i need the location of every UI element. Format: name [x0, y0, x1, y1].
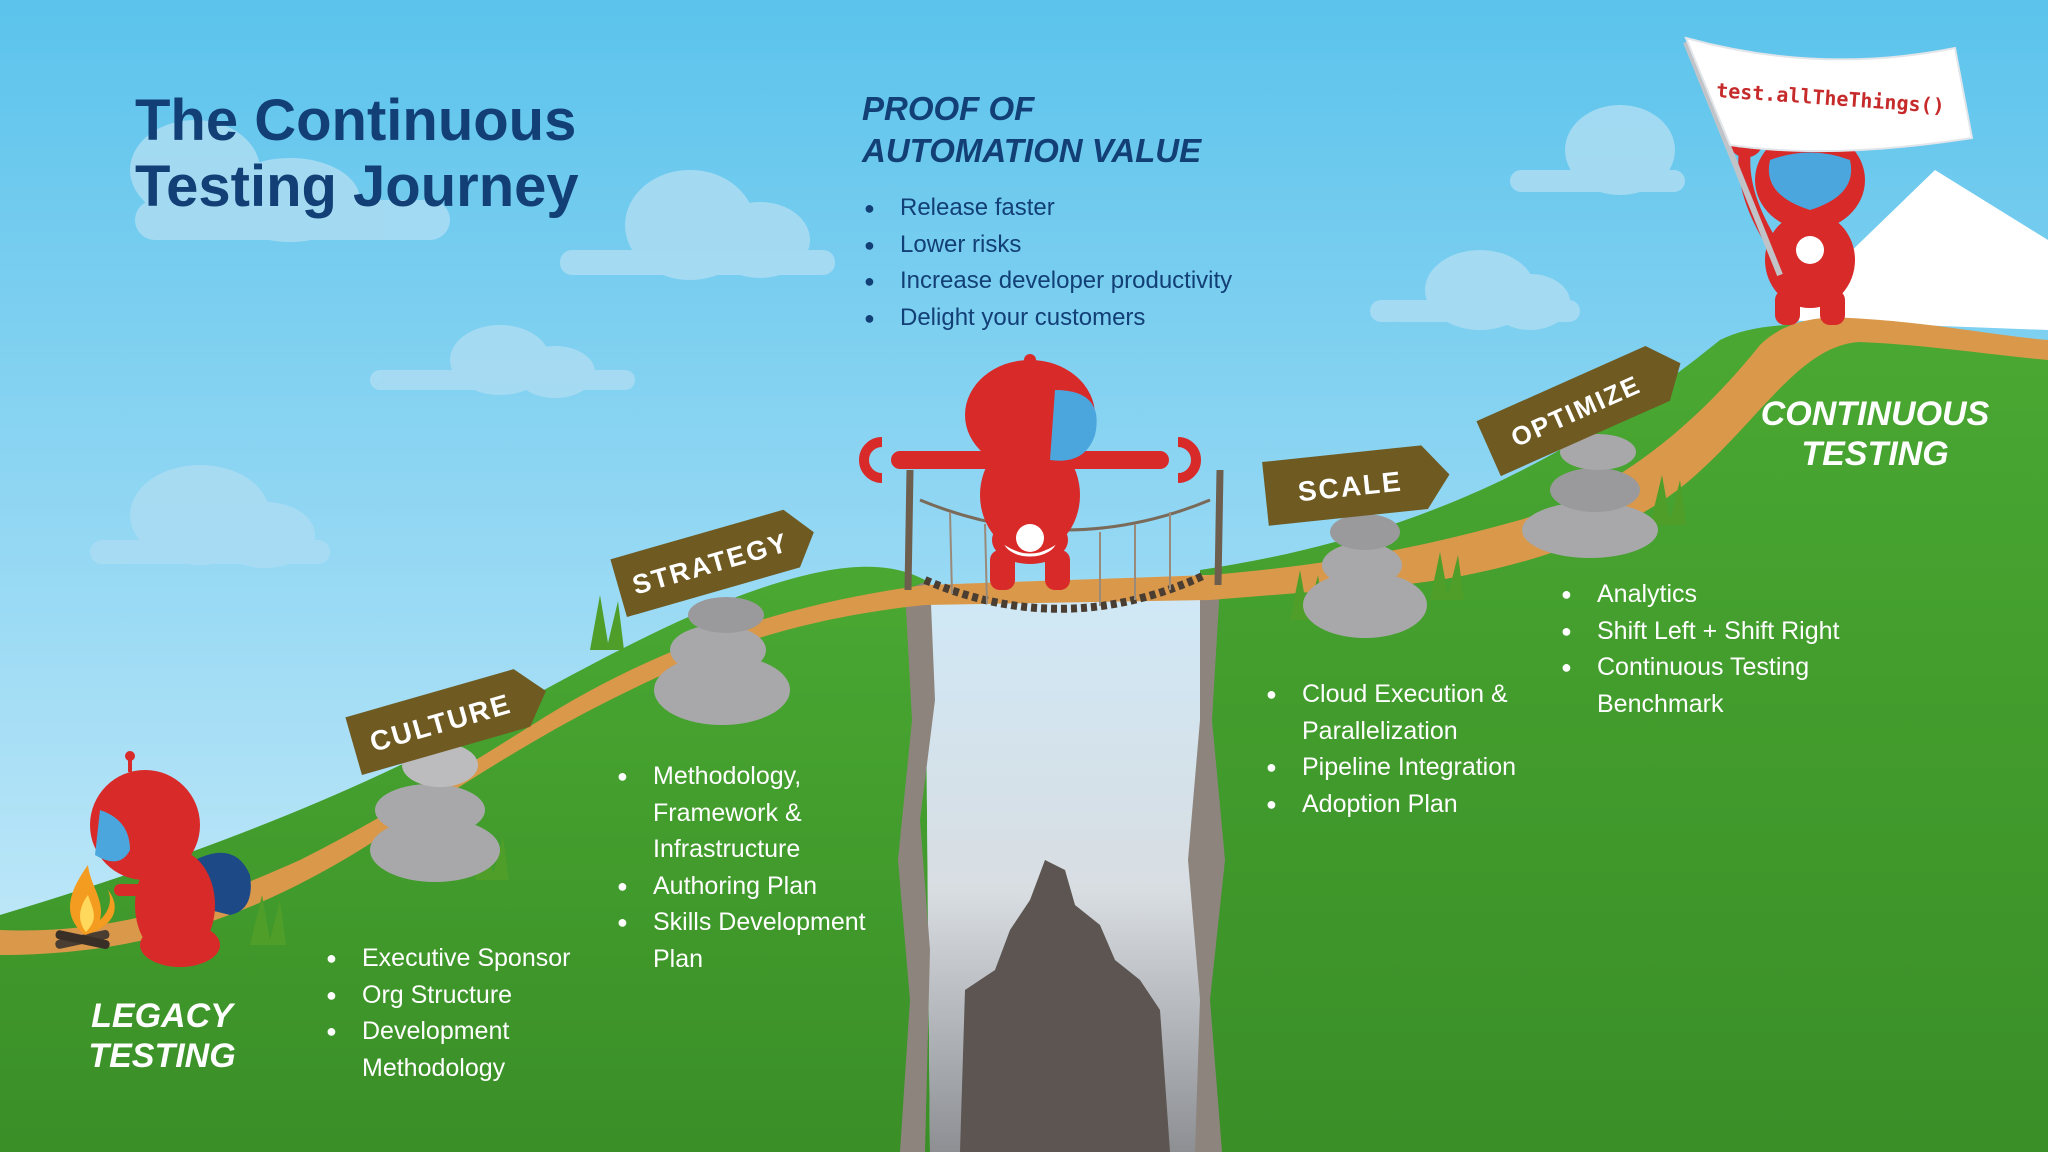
scale-item: Pipeline Integration [1266, 749, 1556, 786]
proof-item: Release faster [864, 190, 1364, 227]
page-title-line2: Testing Journey [135, 154, 579, 219]
cloud-icon [1370, 250, 1580, 330]
proof-item: Increase developer productivity [864, 263, 1364, 300]
page-title: The Continuous Testing Journey [135, 88, 655, 220]
continuous-testing-label: CONTINUOUS TESTING [1730, 394, 2020, 474]
culture-list: Executive Sponsor Org Structure Developm… [326, 940, 626, 1086]
campfire-icon [55, 865, 115, 949]
optimize-item: Analytics [1561, 576, 1891, 613]
cloud-icon [1510, 105, 1685, 195]
scale-item: Cloud Execution & Parallelization [1266, 676, 1556, 749]
continuous-label-line1: CONTINUOUS [1760, 395, 1990, 433]
cloud-icon [560, 170, 835, 280]
culture-item: Executive Sponsor [326, 940, 626, 977]
scale-list: Cloud Execution & Parallelization Pipeli… [1266, 676, 1556, 822]
stone-cairn-icon [1303, 514, 1427, 638]
chasm-rocks [960, 860, 1170, 1152]
culture-item: Org Structure [326, 977, 626, 1014]
chasm-right-wall [1188, 580, 1225, 1152]
stone-cairn-icon [370, 743, 500, 882]
cloud-icon [370, 325, 635, 398]
proof-heading: PROOF OF AUTOMATION VALUE [862, 88, 1382, 172]
optimize-list: Analytics Shift Left + Shift Right Conti… [1561, 576, 1891, 722]
chasm-left-wall [898, 580, 935, 1152]
strategy-item: Authoring Plan [617, 868, 887, 905]
strategy-item: Skills Development Plan [617, 904, 887, 977]
right-hill [1200, 324, 2048, 1152]
cloud-icon [130, 120, 450, 242]
clouds [90, 105, 1685, 568]
culture-item: Development Methodology [326, 1013, 626, 1086]
optimize-item: Shift Left + Shift Right [1561, 613, 1891, 650]
page-title-line1: The Continuous [135, 88, 577, 153]
legacy-testing-label: LEGACY TESTING [72, 996, 252, 1076]
rope-bridge-icon [904, 469, 1224, 613]
optimize-item: Continuous Testing Benchmark [1561, 649, 1891, 722]
legacy-label-line2: TESTING [88, 1037, 236, 1075]
proof-item: Delight your customers [864, 300, 1364, 337]
flag-icon: test.allTheThings() [1683, 36, 1974, 277]
proof-heading-line2: AUTOMATION VALUE [862, 132, 1202, 169]
proof-heading-line1: PROOF OF [862, 90, 1035, 127]
strategy-list: Methodology, Framework & Infrastructure … [617, 758, 887, 977]
strategy-item: Methodology, Framework & Infrastructure [617, 758, 887, 868]
proof-list: Release faster Lower risks Increase deve… [864, 190, 1364, 336]
stone-cairn-icon [1522, 434, 1658, 558]
robot-mascot-icon [859, 354, 1201, 590]
robot-mascot-icon [90, 751, 251, 967]
proof-item: Lower risks [864, 227, 1364, 264]
stone-cairn-icon [654, 597, 790, 725]
continuous-label-line2: TESTING [1801, 435, 1949, 473]
cloud-icon [90, 465, 330, 568]
legacy-label-line1: LEGACY [91, 997, 233, 1035]
sign-scale: SCALE [1262, 445, 1450, 526]
snowy-mountain [1780, 170, 2048, 330]
scale-item: Adoption Plan [1266, 786, 1556, 823]
